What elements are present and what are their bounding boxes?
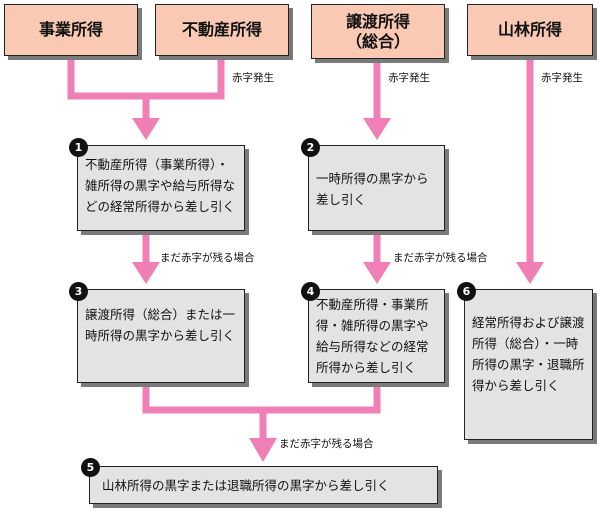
arrowhead-step3 (132, 262, 160, 284)
step-2-box: 一時所得の黒字から差し引く (308, 145, 445, 231)
step-3-badge: 3 (69, 282, 88, 301)
step-2-text: 一時所得の黒字から差し引く (316, 171, 429, 207)
step-4-box: 不動産所得・事業所得・雑所得の黒字や給与所得などの経常所得から差し引く (308, 289, 445, 383)
step-3-text: 譲渡所得（総合）または一時所得の黒字から差し引く (85, 307, 236, 343)
source-forest-income-label: 山林所得 (497, 20, 562, 39)
step-4-text: 不動産所得・事業所得・雑所得の黒字や給与所得などの経常所得から差し引く (316, 297, 429, 375)
step-1-box: 不動産所得（事業所得）・雑所得の黒字や給与所得などの経常所得から差し引く (77, 145, 245, 231)
step-2-badge: 2 (301, 138, 320, 157)
arrowhead-step1 (132, 118, 160, 140)
note-deficit-right: 赤字発生 (541, 72, 583, 84)
source-real-estate-income: 不動産所得 (155, 4, 289, 56)
source-forest-income: 山林所得 (467, 4, 593, 56)
source-transfer-income: 譲渡所得 （総合） (311, 4, 445, 59)
arrowhead-step6 (516, 262, 544, 284)
connector-top-left-merge (67, 58, 225, 100)
connector-bottom-merge (142, 384, 381, 414)
arrowhead-step5 (249, 438, 277, 462)
step-3-box: 譲渡所得（総合）または一時所得の黒字から差し引く (77, 289, 245, 383)
source-business-income: 事業所得 (4, 4, 138, 56)
step-4-badge: 4 (301, 282, 320, 301)
note-remain-3: まだ赤字が残る場合 (279, 438, 374, 450)
step-1-badge: 1 (69, 138, 88, 157)
source-real-estate-income-label: 不動産所得 (181, 20, 262, 39)
arrowhead-step4 (363, 262, 391, 284)
step-6-text: 経常所得および譲渡所得（総合）・一時所得の黒字・退職所得から差し引く (472, 315, 585, 393)
step-5-badge: 5 (81, 458, 100, 477)
source-transfer-income-label: 譲渡所得 （総合） (345, 11, 410, 51)
note-deficit-left: 赤字発生 (232, 72, 274, 84)
arrowhead-step2 (363, 118, 391, 140)
step-5-box: 山林所得の黒字または退職所得の黒字から差し引く (89, 466, 438, 504)
note-remain-2: まだ赤字が残る場合 (393, 252, 488, 264)
step-6-box: 経常所得および譲渡所得（総合）・一時所得の黒字・退職所得から差し引く (464, 289, 593, 440)
note-deficit-mid: 赤字発生 (388, 72, 430, 84)
note-remain-1: まだ赤字が残る場合 (160, 252, 255, 264)
source-business-income-label: 事業所得 (38, 20, 103, 39)
step-1-text: 不動産所得（事業所得）・雑所得の黒字や給与所得などの経常所得から差し引く (85, 157, 236, 214)
step-5-text: 山林所得の黒字または退職所得の黒字から差し引く (102, 478, 390, 493)
step-6-badge: 6 (457, 282, 476, 301)
